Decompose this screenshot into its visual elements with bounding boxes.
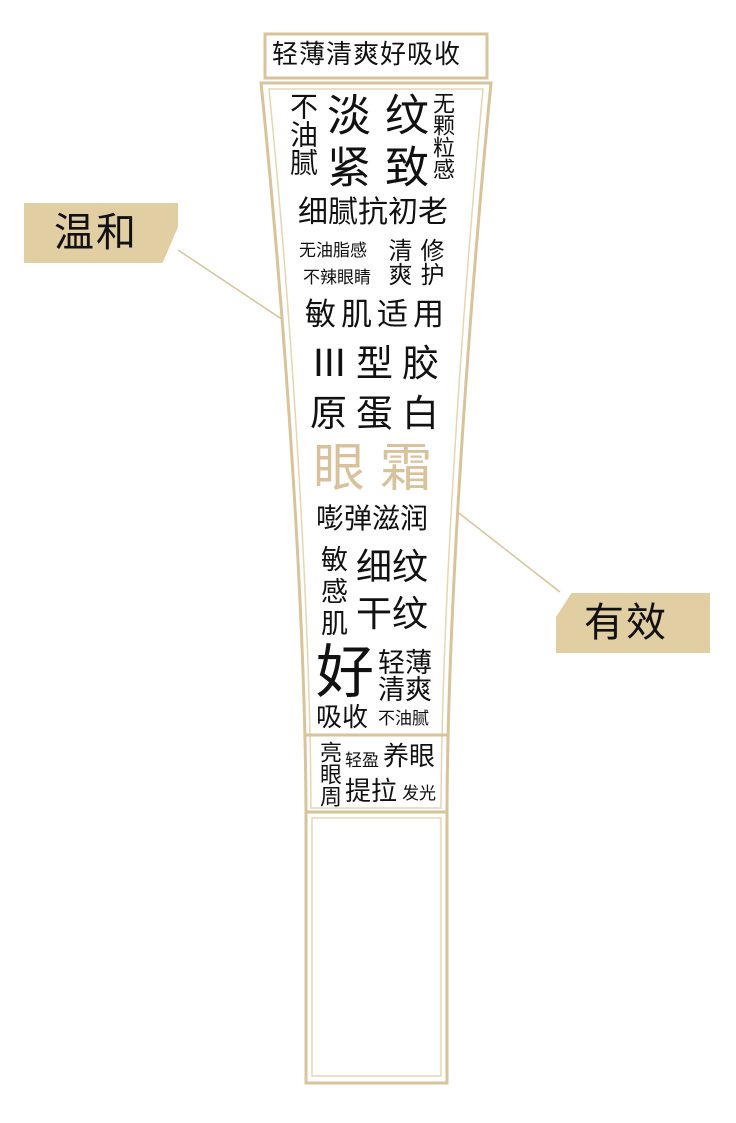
- right-tag: 有效: [556, 593, 710, 653]
- right-leader-line: [454, 509, 561, 593]
- absorb-text: 吸收: [316, 703, 369, 733]
- glow-text: 发光: [402, 784, 436, 804]
- collagen-char-2: 型: [356, 342, 393, 385]
- dry-lines-text: 干纹: [356, 594, 429, 635]
- header-box: [263, 32, 489, 80]
- collagen-char-4: 原: [310, 392, 347, 435]
- lift-text: 提拉: [345, 777, 398, 807]
- light-thin-text: 轻薄: [378, 648, 432, 679]
- tube-tip-inner: [311, 817, 442, 1077]
- left-leader-line: [177, 249, 287, 323]
- left-tag-label: 温和: [54, 210, 138, 256]
- sensitive-char-1: 敏: [305, 297, 336, 333]
- light-moist-text: 轻盈: [345, 751, 379, 771]
- collagen-char-6: 白: [402, 392, 439, 435]
- no-sting-text: 不辣眼睛: [303, 268, 371, 288]
- fine-lines-text: 细纹: [356, 547, 429, 588]
- product-char-1: 眼: [313, 439, 366, 499]
- header-text: 轻薄清爽好吸收: [272, 40, 462, 70]
- anti-aging-line: 细腻抗初老: [298, 195, 448, 230]
- sensitive-char-3: 适: [377, 297, 408, 333]
- collagen-char-1: III: [313, 342, 346, 385]
- product-char-2: 霜: [380, 439, 433, 499]
- no-greasy-text: 不油腻: [378, 709, 429, 729]
- tube-body-inner: [268, 88, 484, 809]
- sensitive-char-2: 肌: [341, 297, 372, 333]
- collagen-char-3: 胶: [402, 342, 439, 385]
- no-particle-vertical: 无颗粒感: [429, 92, 454, 180]
- tube-body-outer: [259, 81, 493, 1085]
- collagen-char-5: 蛋: [356, 392, 393, 435]
- left-tag: 温和: [24, 203, 178, 263]
- right-tag-label: 有效: [584, 600, 668, 646]
- no-oil-text: 无油脂感: [299, 241, 367, 261]
- bright-eye-vertical: 亮眼周: [316, 741, 341, 807]
- good-big-char: 好: [316, 638, 375, 706]
- sensitive-skin-vertical: 敏感肌: [316, 545, 347, 641]
- repair-vertical: 修护: [416, 238, 444, 286]
- big-left-column: 淡紧: [319, 92, 370, 196]
- sensitive-char-4: 用: [413, 297, 444, 333]
- fresh-vertical: 清爽: [384, 238, 412, 286]
- nourish-eye-text: 养眼: [383, 742, 436, 772]
- big-right-column: 纹致: [377, 92, 428, 196]
- fresh-text: 清爽: [378, 675, 432, 706]
- bouncy-moist-line: 嘭弹滋润: [316, 502, 429, 535]
- no-greasy-vertical: 不油腻: [286, 92, 319, 176]
